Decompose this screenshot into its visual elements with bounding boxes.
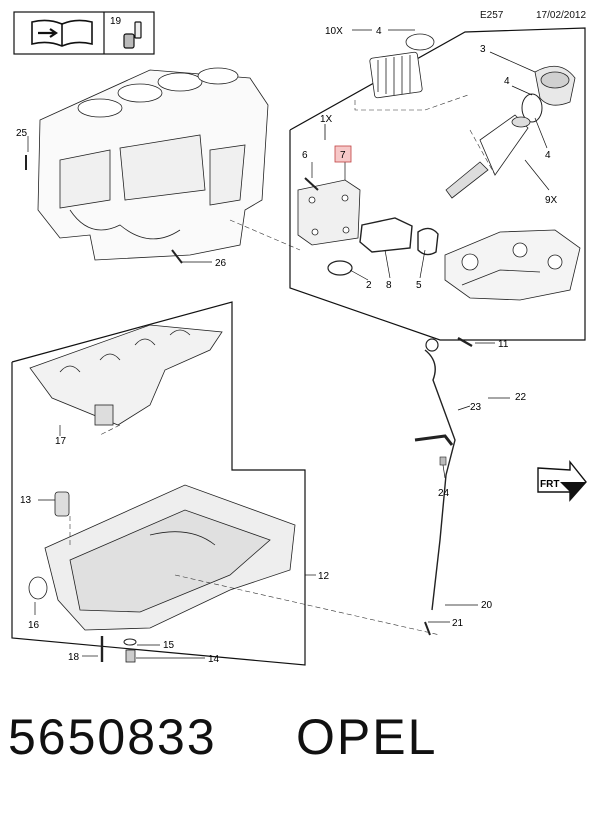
- oil-pan-12: [28, 484, 296, 631]
- callout-6: 6: [302, 150, 308, 161]
- gasket-5: [417, 227, 439, 256]
- callout-4-mid: 4: [504, 76, 510, 87]
- frame-oil-cooler: [289, 27, 586, 341]
- callout-7-highlight: [334, 145, 352, 163]
- callout-11: 11: [498, 339, 509, 350]
- exploded-parts-diagram: 19: [11, 11, 587, 666]
- dipstick-tool-icon: [123, 21, 142, 49]
- front-arrow-label: FRT: [540, 479, 559, 490]
- callout-7: 7: [340, 150, 346, 161]
- part-number: 5650833: [8, 709, 217, 765]
- bolt-6: [304, 177, 319, 191]
- callout-12: 12: [318, 571, 330, 582]
- frame-oil-pan: [11, 301, 306, 666]
- filter-cap-3: [534, 65, 576, 106]
- callout-10x: 10X: [325, 26, 343, 37]
- drain-washer-15: [123, 638, 137, 646]
- callout-1x: 1X: [320, 114, 333, 125]
- clip-24: [439, 456, 447, 466]
- filter-housing: [444, 229, 581, 301]
- engine-block: [37, 67, 269, 261]
- callout-25: 25: [16, 128, 28, 139]
- callout-5: 5: [416, 280, 422, 291]
- callout-15: 15: [163, 640, 175, 651]
- callout-22: 22: [515, 392, 527, 403]
- callout-2: 2: [366, 280, 372, 291]
- filter-cartridge-9x: [445, 114, 531, 199]
- manual-wrench-icon: [31, 19, 93, 47]
- seal-13: [54, 491, 70, 517]
- assembly-lines: [69, 94, 496, 636]
- callout-14: 14: [208, 654, 220, 665]
- seal-ring-2: [327, 260, 353, 276]
- bolt-11: [457, 336, 473, 348]
- callout-20: 20: [481, 600, 493, 611]
- diagram-date: 17/02/2012: [536, 10, 587, 21]
- oil-filter-element-10x: [369, 33, 435, 99]
- front-arrow-icon: [537, 460, 587, 502]
- callout-4-top: 4: [376, 26, 382, 37]
- callout-3: 3: [480, 44, 486, 55]
- callout-21: 21: [452, 618, 464, 629]
- callout-16: 16: [28, 620, 40, 631]
- callout-9x: 9X: [545, 195, 558, 206]
- bolt-26: [171, 249, 183, 264]
- callout-23: 23: [470, 402, 482, 413]
- callout-8: 8: [386, 280, 392, 291]
- seal-ring-4: [521, 93, 543, 123]
- windage-tray-17: [29, 324, 223, 426]
- callout-17: 17: [55, 436, 67, 447]
- legend-box: [13, 11, 155, 55]
- gasket-8: [359, 217, 413, 253]
- drain-plug-14: [125, 649, 136, 663]
- leader-lines: [27, 29, 550, 659]
- callout-13: 13: [20, 495, 32, 506]
- oil-cooler-plate-7: [297, 179, 361, 246]
- callout-24: 24: [438, 488, 450, 499]
- callout-26: 26: [215, 258, 227, 269]
- diagram-code: E257: [480, 10, 504, 21]
- callout-4-low: 4: [545, 150, 551, 161]
- brand-name: OPEL: [296, 709, 438, 765]
- legend-ref-19: 19: [110, 16, 122, 27]
- callout-18: 18: [68, 652, 80, 663]
- dipstick-assembly: [414, 338, 456, 636]
